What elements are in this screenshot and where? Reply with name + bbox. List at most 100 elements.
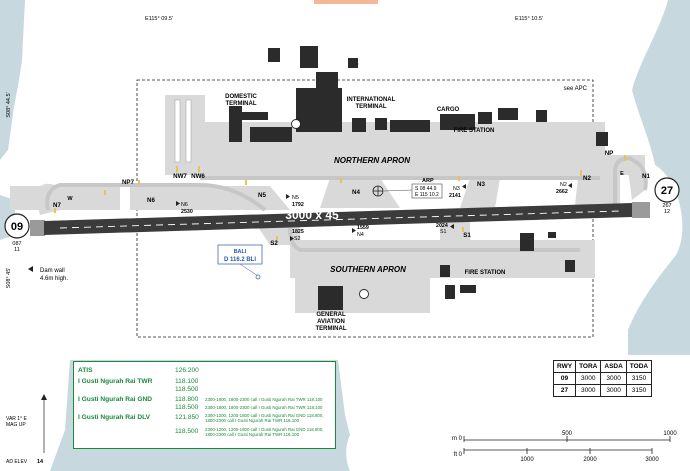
- runway-dimensions: 3000 x 45: [285, 208, 339, 222]
- svg-text:N2: N2: [583, 175, 591, 182]
- svg-text:AD ELEV: AD ELEV: [6, 459, 28, 465]
- svg-text:TERMINAL: TERMINAL: [226, 101, 257, 107]
- svg-text:FIRE STATION: FIRE STATION: [454, 128, 495, 134]
- svg-text:2000: 2000: [583, 457, 597, 463]
- mangrove-coast: [0, 0, 25, 160]
- col-tora: TORA: [575, 360, 602, 373]
- freq-value: 118.100: [175, 378, 199, 385]
- svg-text:1792: 1792: [292, 202, 304, 208]
- svg-text:N5: N5: [292, 195, 299, 201]
- col-rwy: RWY: [552, 360, 577, 373]
- lat-south-label: S08° 45': [6, 268, 12, 289]
- runway-09-27: [44, 203, 632, 235]
- cell: 3150: [625, 384, 653, 397]
- svg-text:ARP: ARP: [422, 178, 434, 184]
- svg-text:N3: N3: [477, 181, 485, 188]
- svg-text:m 0: m 0: [452, 436, 463, 442]
- svg-text:N7: N7: [53, 202, 61, 209]
- svg-text:D 116.2 BLI: D 116.2 BLI: [224, 257, 256, 263]
- svg-text:2141: 2141: [449, 193, 461, 199]
- cell: 3000: [600, 372, 627, 385]
- freq-note: 1800-2300 call I Gusti Ngurah Rai TWR 11…: [205, 418, 300, 423]
- svg-text:3000: 3000: [645, 457, 659, 463]
- svg-text:N6: N6: [181, 202, 188, 208]
- cell: 09: [552, 372, 577, 385]
- svg-text:N2: N2: [560, 182, 567, 188]
- freq-note: 2300-1200, 1200-1800 call I Gusti Ngurah…: [205, 427, 324, 432]
- svg-text:2024: 2024: [436, 223, 448, 229]
- svg-text:1000: 1000: [520, 457, 534, 463]
- svg-text:267: 267: [662, 203, 671, 209]
- svg-text:MAG UP: MAG UP: [6, 422, 26, 428]
- svg-text:N4: N4: [352, 189, 360, 196]
- svg-text:E 115 10.2: E 115 10.2: [415, 192, 439, 198]
- cell: 3000: [600, 384, 627, 397]
- arp-symbol: [372, 185, 384, 197]
- table-row: 27 3000 3000 3150: [552, 384, 653, 397]
- freq-name: I Gusti Ngurah Rai DLV: [78, 414, 151, 421]
- freq-value: 126.200: [175, 367, 199, 374]
- svg-text:12: 12: [664, 209, 670, 215]
- svg-text:NW6: NW6: [191, 173, 205, 180]
- svg-text:ft 0: ft 0: [454, 452, 463, 458]
- cell: 27: [552, 384, 577, 397]
- navaid-bali: BALI D 116.2 BLI: [217, 244, 263, 280]
- freq-value: 118.500: [175, 428, 199, 435]
- scale-bar: m 0 500 1000 ft 0 1000 2000 3000: [452, 431, 677, 463]
- svg-text:NP7: NP7: [122, 179, 135, 186]
- header-tab: [314, 0, 378, 4]
- freq-note: 2300-1200, 1200-1800 call I Gusti Ngurah…: [205, 413, 324, 418]
- col-asda: ASDA: [600, 360, 627, 373]
- northern-apron-label: NORTHERN APRON: [334, 156, 410, 165]
- freq-note: 2300-1800, 1800-2300 call I Gusti Ngurah…: [205, 405, 323, 410]
- svg-text:2530: 2530: [181, 209, 193, 215]
- svg-text:N4: N4: [357, 232, 364, 238]
- svg-text:Dam wall: Dam wall: [40, 268, 65, 274]
- svg-text:1825: 1825: [292, 229, 304, 235]
- see-apc-note: see APC: [564, 86, 588, 92]
- cell: 3000: [575, 384, 602, 397]
- runway-centerline: [59, 210, 621, 229]
- freq-note: 1800-2300 call I Gusti Ngurah Rai TWR 11…: [205, 432, 300, 437]
- beacon-icon: [291, 119, 369, 299]
- svg-text:TERMINAL: TERMINAL: [356, 104, 387, 110]
- svg-text:S2: S2: [270, 240, 278, 247]
- frequency-panel: ATIS 126.200 I Gusti Ngurah Rai TWR 118.…: [73, 361, 336, 449]
- svg-text:GENERAL: GENERAL: [316, 312, 346, 318]
- svg-text:NW7: NW7: [173, 173, 187, 180]
- svg-text:AVIATION: AVIATION: [317, 319, 345, 325]
- southern-apron-label: SOUTHERN APRON: [330, 265, 406, 274]
- svg-text:1000: 1000: [663, 431, 677, 437]
- lon-east-label: E115° 10.5': [515, 16, 543, 22]
- windsock-icons: [272, 52, 359, 66]
- holding-markers: [54, 155, 626, 241]
- svg-text:N1: N1: [642, 173, 650, 180]
- svg-text:W: W: [67, 196, 73, 202]
- svg-text:N3: N3: [453, 186, 460, 192]
- magnetic-variation: VAR 1° E MAG UP AD ELEV 14: [6, 394, 47, 465]
- lat-north-label: S08° 44.5': [6, 92, 12, 117]
- svg-text:1559: 1559: [357, 225, 369, 231]
- col-toda: TODA: [625, 360, 653, 373]
- freq-value: 118.800: [175, 396, 199, 403]
- freq-name: ATIS: [78, 367, 93, 374]
- svg-text:N5: N5: [258, 192, 266, 199]
- svg-text:11: 11: [14, 247, 20, 253]
- svg-text:09: 09: [11, 221, 23, 233]
- svg-text:27: 27: [661, 185, 673, 197]
- runway-end-27: 27 267 12: [654, 177, 680, 215]
- freq-value: 118.500: [175, 404, 199, 411]
- arp-callout: ARP S 08 44.9 E 115 10.2: [383, 178, 443, 199]
- svg-text:S1: S1: [440, 229, 447, 235]
- taxiway-labels: N7 W N6 NP7 NW7 NW6 N5 N4 N3 N2 N1 NP E …: [53, 150, 650, 247]
- declared-distances-table: RWY TORA ASDA TODA 09 3000 3000 3150 27 …: [552, 360, 653, 397]
- svg-text:N6: N6: [147, 197, 155, 204]
- taxiway-lines: [45, 155, 648, 252]
- svg-text:TERMINAL: TERMINAL: [316, 326, 347, 332]
- dam-wall-note: Dam wall 4.6m high.: [28, 266, 68, 282]
- freq-value: 121.850: [175, 414, 199, 421]
- svg-text:E: E: [620, 171, 624, 177]
- pavements: [10, 95, 645, 313]
- terminal-piers: [174, 99, 192, 163]
